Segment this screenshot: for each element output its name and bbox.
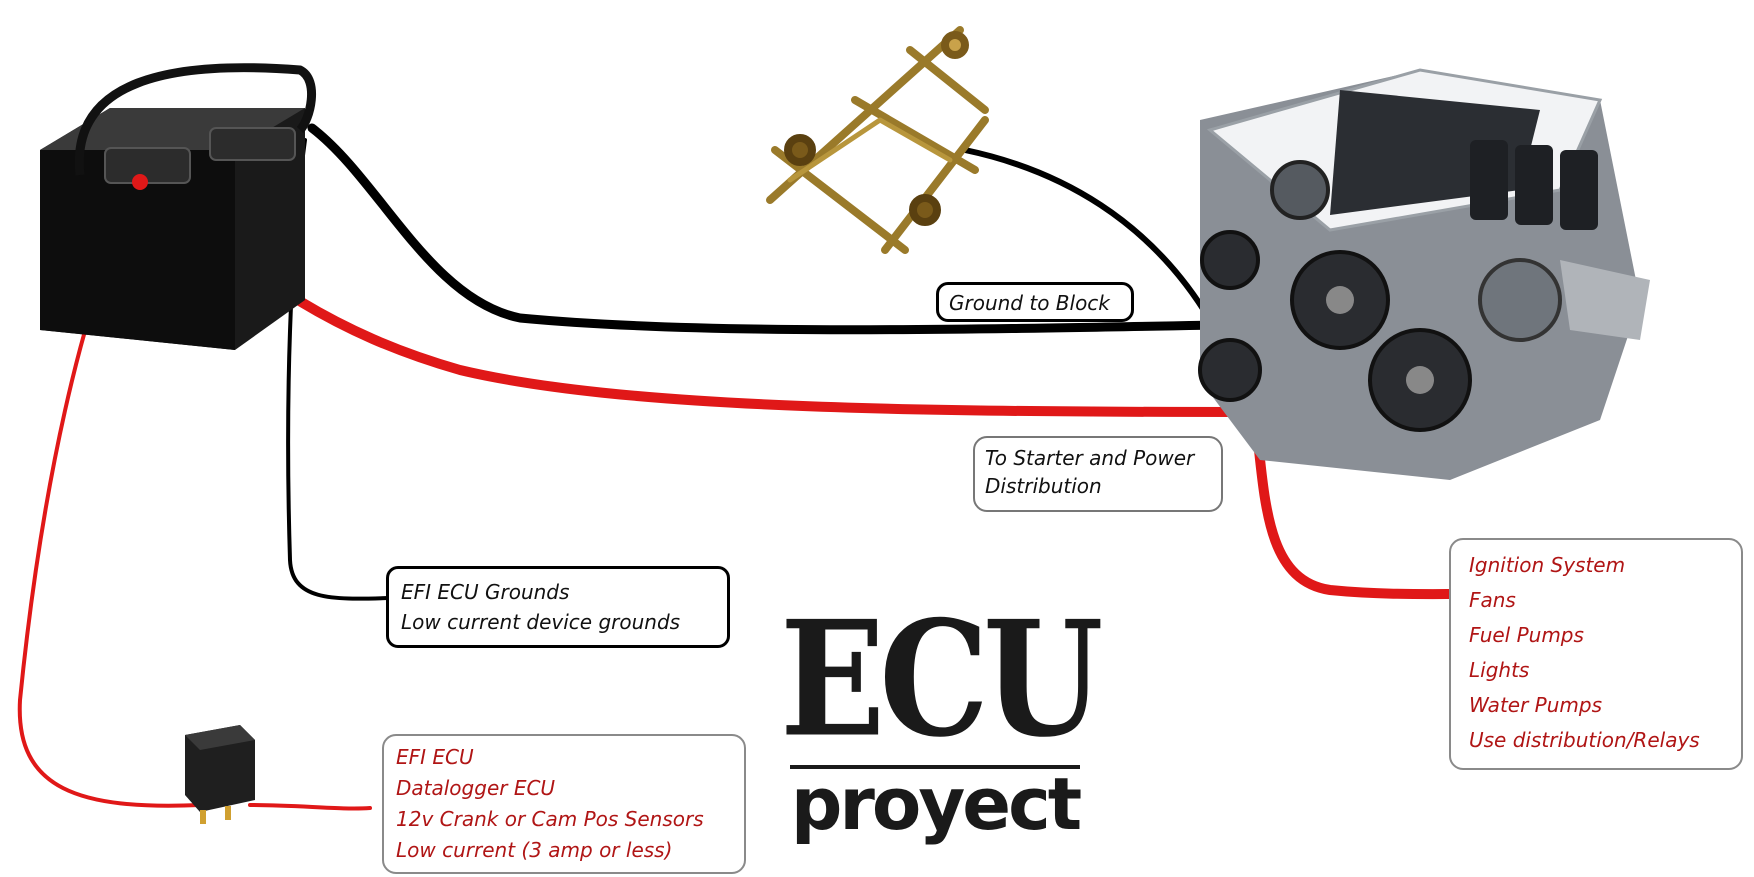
- ground-to-block-callout: Ground to Block: [936, 282, 1134, 322]
- high-current-item-6: Use distribution/Relays: [1469, 728, 1700, 752]
- logo-title: ECU: [780, 585, 1103, 773]
- ecu-proyect-logo: ECU proyect: [780, 585, 1103, 846]
- ground-wire-chassis-to-block: [962, 147, 1213, 323]
- ecu-grounds-callout: EFI ECU Grounds Low current device groun…: [386, 566, 730, 648]
- high-current-item-2: Fans: [1469, 588, 1516, 612]
- relay-icon: [185, 725, 255, 824]
- starter-label-line-1: To Starter and Power: [985, 446, 1195, 470]
- starter-label-line-2: Distribution: [985, 474, 1102, 498]
- logo-rule: [790, 765, 1080, 769]
- ecu-power-callout: EFI ECU Datalogger ECU 12v Crank or Cam …: [382, 734, 746, 874]
- battery-icon: [40, 63, 317, 350]
- ground-to-block-label: Ground to Block: [949, 291, 1110, 315]
- ecu-power-item-2: Datalogger ECU: [396, 776, 556, 800]
- chassis-frame-icon: [766, 26, 989, 254]
- ground-wire-battery-to-block: [307, 123, 1225, 335]
- logo-subtitle: proyect: [790, 762, 1082, 846]
- ecu-power-item-3: 12v Crank or Cam Pos Sensors: [396, 807, 704, 831]
- high-current-callout: Ignition System Fans Fuel Pumps Lights W…: [1449, 538, 1743, 770]
- positive-wire-to-starter: [135, 180, 1465, 600]
- ecu-grounds-label-line-2: Low current device grounds: [401, 610, 681, 634]
- ecu-grounds-label-line-1: EFI ECU Grounds: [401, 580, 570, 604]
- starter-callout: To Starter and Power Distribution: [973, 436, 1223, 512]
- high-current-item-5: Water Pumps: [1469, 693, 1602, 717]
- high-current-item-4: Lights: [1469, 658, 1530, 682]
- positive-wire-relay-to-ecu: [248, 803, 372, 811]
- ecu-power-item-4: Low current (3 amp or less): [396, 838, 673, 862]
- high-current-item-3: Fuel Pumps: [1469, 623, 1584, 647]
- engine-icon: [1198, 68, 1650, 480]
- ecu-power-item-1: EFI ECU: [396, 745, 474, 769]
- high-current-item-1: Ignition System: [1469, 553, 1626, 577]
